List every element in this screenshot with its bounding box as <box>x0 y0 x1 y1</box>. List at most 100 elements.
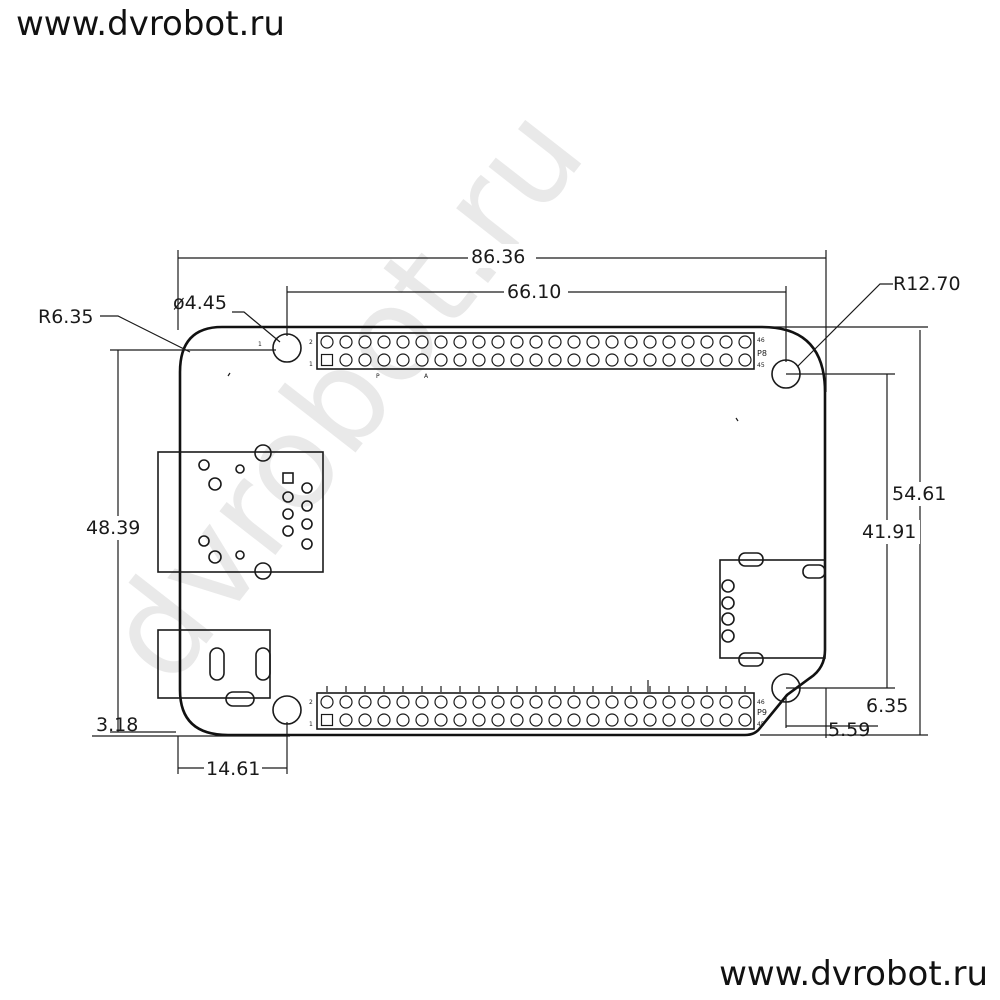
header-pin <box>339 713 353 727</box>
watermark-url-bottom: www.dvrobot.ru <box>719 954 988 994</box>
watermark-url-top: www.dvrobot.ru <box>16 4 285 44</box>
dim-left-hole-offset: 14.61 <box>206 758 260 780</box>
header-pin <box>700 353 714 367</box>
header-p8-label: P8 <box>757 349 767 358</box>
header-pin <box>396 335 410 349</box>
header-pin <box>586 695 600 709</box>
header-pin <box>472 695 486 709</box>
header-pin <box>662 335 676 349</box>
header-pin <box>567 335 581 349</box>
header-pin <box>700 713 714 727</box>
header-pin <box>339 353 353 367</box>
svg-text:1: 1 <box>258 341 262 348</box>
header-pin <box>415 335 429 349</box>
header-pin <box>377 335 391 349</box>
header-pin <box>396 353 410 367</box>
header-pin <box>567 353 581 367</box>
board-outline <box>178 325 827 737</box>
header-pin <box>662 695 676 709</box>
header-pin <box>453 713 467 727</box>
header-pin <box>643 335 657 349</box>
header-pin <box>605 713 619 727</box>
header-pin <box>491 695 505 709</box>
header-p9-pins <box>320 695 752 727</box>
header-pin <box>339 335 353 349</box>
dim-corner-radius-small: R6.35 <box>38 306 94 328</box>
header-pin <box>681 335 695 349</box>
header-pin <box>491 335 505 349</box>
header-pin <box>738 695 752 709</box>
header-pin <box>529 695 543 709</box>
header-pin <box>624 713 638 727</box>
header-pin <box>472 353 486 367</box>
header-pin <box>719 335 733 349</box>
header-pin <box>548 713 562 727</box>
header-pin <box>548 353 562 367</box>
dim-header-span: 66.10 <box>507 281 561 303</box>
usb-connector <box>719 559 826 659</box>
header-pin <box>434 335 448 349</box>
header-pin <box>396 713 410 727</box>
header-pin <box>529 335 543 349</box>
dim-bottom-offset: 3.18 <box>96 714 138 736</box>
header-p9-ticks <box>326 686 746 692</box>
header-pin <box>510 353 524 367</box>
header-p8-pin-46: 46 <box>757 337 765 344</box>
header-pin <box>719 353 733 367</box>
dim-board-width: 86.36 <box>471 246 525 268</box>
dim-corner-radius-large: R12.70 <box>893 273 961 295</box>
svg-text:45: 45 <box>757 721 765 728</box>
header-pin <box>586 353 600 367</box>
header-pin <box>719 713 733 727</box>
header-pin <box>396 695 410 709</box>
dim-right-hole-offset-y: 6.35 <box>866 695 908 717</box>
header-pin <box>719 695 733 709</box>
header-pin <box>320 335 334 349</box>
diagonal-watermark: dvrobot.ru <box>75 80 613 709</box>
header-p8-pins <box>320 335 752 367</box>
header-pin <box>358 695 372 709</box>
header-pin <box>624 695 638 709</box>
header-pin <box>472 335 486 349</box>
header-pin <box>548 695 562 709</box>
svg-text:P: P <box>376 373 380 380</box>
header-pin <box>567 713 581 727</box>
svg-text:46: 46 <box>757 699 765 706</box>
header-p8-pin-45: 45 <box>757 362 765 369</box>
svg-text:1: 1 <box>309 361 313 368</box>
header-pin <box>472 713 486 727</box>
header-p8 <box>316 332 755 370</box>
header-pin <box>643 713 657 727</box>
header-pin <box>643 695 657 709</box>
header-pin <box>415 353 429 367</box>
header-pin <box>491 713 505 727</box>
header-pin <box>415 695 429 709</box>
header-pin <box>567 695 581 709</box>
header-pin <box>320 353 334 367</box>
header-pin <box>605 353 619 367</box>
header-pin <box>358 353 372 367</box>
header-pin <box>320 695 334 709</box>
header-pin <box>624 335 638 349</box>
header-pin <box>358 713 372 727</box>
header-pin <box>377 695 391 709</box>
header-pin <box>510 695 524 709</box>
header-pin <box>510 335 524 349</box>
header-pin <box>377 353 391 367</box>
dim-hole-diameter: ø4.45 <box>173 292 227 314</box>
header-pin <box>624 353 638 367</box>
mount-hole-bottom-left <box>272 695 302 725</box>
header-pin <box>453 335 467 349</box>
header-pin <box>453 695 467 709</box>
dim-hole-spacing: 41.91 <box>862 521 916 543</box>
svg-text:2: 2 <box>309 699 313 706</box>
header-pin <box>738 335 752 349</box>
header-pin <box>320 713 334 727</box>
header-pin <box>662 713 676 727</box>
dim-left-span: 48.39 <box>86 517 140 539</box>
header-pin <box>700 695 714 709</box>
header-pin <box>339 695 353 709</box>
header-pin <box>434 695 448 709</box>
header-pin <box>415 713 429 727</box>
